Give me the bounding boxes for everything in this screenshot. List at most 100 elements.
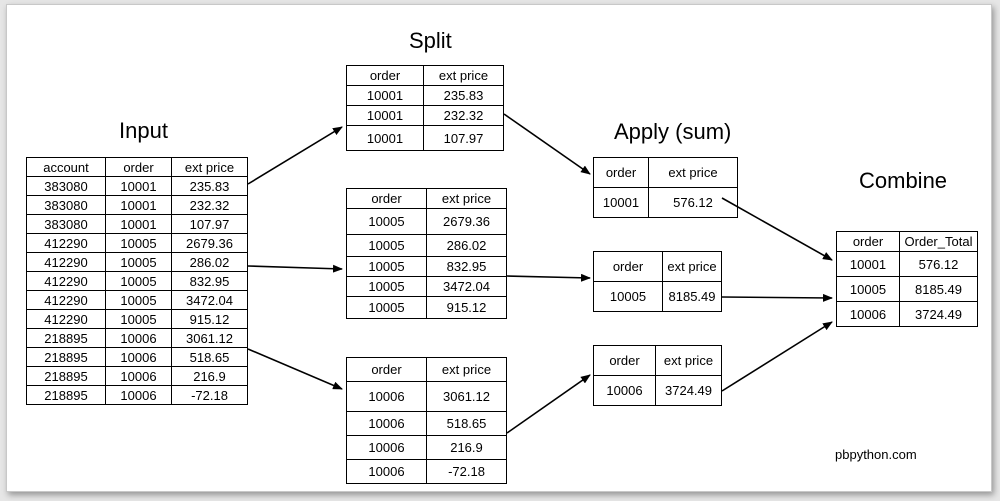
table-cell: 232.32 (171, 195, 248, 215)
table-cell: 412290 (26, 252, 106, 272)
table-cell: 383080 (26, 214, 106, 234)
table-cell: 10006 (836, 301, 900, 327)
table-cell: 10001 (105, 176, 172, 196)
column-header: order (346, 188, 427, 209)
table-cell: 3061.12 (426, 381, 507, 412)
credit-text: pbpython.com (835, 447, 917, 462)
table-cell: 832.95 (171, 271, 248, 291)
table-cell: 10005 (105, 290, 172, 310)
table-cell: 10006 (346, 435, 427, 460)
table-cell: 107.97 (171, 214, 248, 234)
table-cell: 10001 (346, 85, 424, 106)
table-cell: 915.12 (426, 296, 507, 319)
table-cell: 3472.04 (426, 276, 507, 297)
table-cell: 915.12 (171, 309, 248, 329)
combine-title: Combine (859, 168, 948, 193)
table-cell: 10005 (105, 233, 172, 253)
column-header: order (346, 65, 424, 86)
table-cell: 2679.36 (426, 208, 507, 235)
column-header: ext price (426, 357, 507, 382)
column-header: ext price (423, 65, 504, 86)
table-cell: 10006 (105, 328, 172, 348)
table-cell: 8185.49 (662, 281, 722, 312)
apply-title: Apply (sum) (614, 119, 732, 144)
column-header: order (346, 357, 427, 382)
table-cell: 3061.12 (171, 328, 248, 348)
table-cell: 218895 (26, 328, 106, 348)
table-cell: 8185.49 (899, 276, 978, 302)
column-header: Order_Total (899, 231, 978, 252)
table-cell: 412290 (26, 309, 106, 329)
table-cell: 218895 (26, 347, 106, 367)
table-cell: 218895 (26, 385, 106, 405)
table-cell: 218895 (26, 366, 106, 386)
table-cell: 10005 (593, 281, 663, 312)
table-cell: 10006 (346, 381, 427, 412)
table-cell: 10001 (593, 187, 649, 218)
table-cell: 10005 (105, 309, 172, 329)
column-header: order (836, 231, 900, 252)
table-cell: 10006 (346, 411, 427, 436)
table-cell: 10006 (105, 366, 172, 386)
table-cell: 10001 (105, 214, 172, 234)
table-cell: 10001 (346, 125, 424, 151)
column-header: order (105, 157, 172, 177)
table-cell: -72.18 (426, 459, 507, 484)
column-header: ext price (655, 345, 722, 376)
input-title: Input (119, 118, 168, 143)
table-cell: 286.02 (426, 234, 507, 257)
column-header: account (26, 157, 106, 177)
column-header: order (593, 345, 656, 376)
table-cell: 10001 (346, 105, 424, 126)
table-cell: 235.83 (171, 176, 248, 196)
table-cell: 412290 (26, 233, 106, 253)
table-cell: 3724.49 (655, 375, 722, 406)
table-cell: 383080 (26, 176, 106, 196)
table-cell: 10005 (105, 252, 172, 272)
table-cell: 2679.36 (171, 233, 248, 253)
table-cell: 216.9 (171, 366, 248, 386)
column-header: ext price (171, 157, 248, 177)
column-header: order (593, 251, 663, 282)
table-cell: 3724.49 (899, 301, 978, 327)
column-header: ext price (648, 157, 738, 188)
table-cell: 10005 (346, 208, 427, 235)
table-cell: 10005 (346, 234, 427, 257)
table-cell: 107.97 (423, 125, 504, 151)
table-cell: 518.65 (426, 411, 507, 436)
table-cell: 832.95 (426, 256, 507, 277)
table-cell: 576.12 (648, 187, 738, 218)
table-cell: 10005 (346, 256, 427, 277)
column-header: ext price (662, 251, 722, 282)
column-header: order (593, 157, 649, 188)
